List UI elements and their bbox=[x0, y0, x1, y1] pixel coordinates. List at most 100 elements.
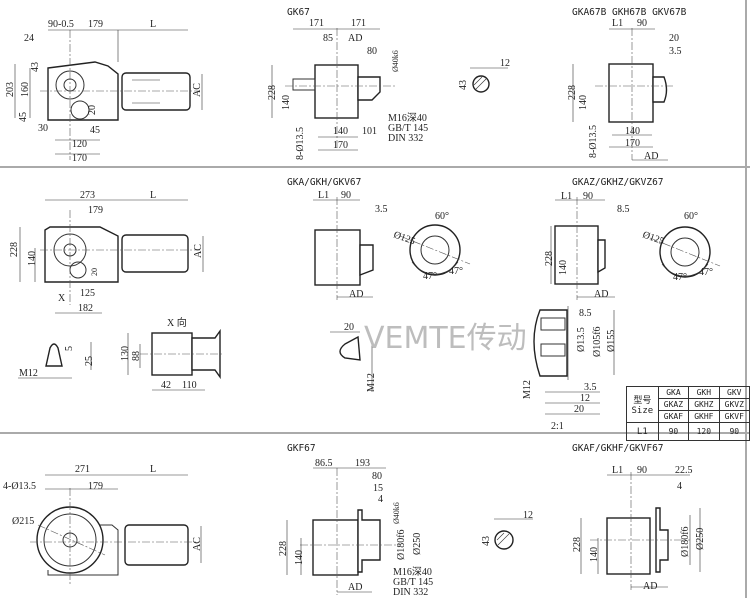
x-direction-view bbox=[127, 328, 222, 391]
view-arrow-X: X bbox=[58, 293, 66, 304]
center-hole-note: M16深40 bbox=[393, 566, 432, 578]
angle-60: 60° bbox=[435, 211, 449, 222]
view-title-gka67b: GKA67B GKH67B GKV67B bbox=[572, 7, 687, 18]
dim-L1: L1 bbox=[561, 191, 572, 202]
dim-12: 12 bbox=[500, 58, 510, 69]
row-label: L1 bbox=[626, 422, 659, 441]
dim-holes: 4-Ø13.5 bbox=[3, 481, 36, 492]
view-title-gkaz67: GKAZ/GKHZ/GKVZ67 bbox=[572, 177, 664, 188]
dim-15: 15 bbox=[373, 483, 383, 494]
dim-203: 203 bbox=[5, 82, 16, 97]
dim-90: 90 bbox=[583, 191, 593, 202]
table-cell: 90 bbox=[718, 422, 750, 441]
dim-179: 179 bbox=[88, 19, 103, 30]
table-cell: 90 bbox=[657, 422, 690, 441]
dim-90: 90 bbox=[637, 18, 647, 29]
dim-dia-250: Ø250 bbox=[412, 533, 423, 555]
dim-L1: L1 bbox=[612, 465, 623, 476]
dim-L: L bbox=[150, 464, 156, 475]
size-table: 型号 Size GKA GKH GKV GKAZ GKHZ GKVZ GKAF … bbox=[626, 386, 750, 441]
angle-60: 60° bbox=[684, 211, 698, 222]
dim-AC: AC bbox=[192, 537, 203, 551]
dim-86.5: 86.5 bbox=[315, 458, 333, 469]
dim-AD: AD bbox=[349, 289, 363, 300]
table-row: L1 90 120 90 bbox=[626, 422, 750, 441]
section-detail bbox=[533, 306, 615, 415]
dim-dia-180: Ø180f6 bbox=[680, 526, 691, 557]
shaft-end-detail bbox=[330, 331, 373, 392]
dim-228: 228 bbox=[278, 541, 289, 556]
dim-dia-215: Ø215 bbox=[12, 516, 34, 527]
dim-80: 80 bbox=[372, 471, 382, 482]
dim-dia-125: Ø125 bbox=[641, 229, 666, 247]
table-cell: GKHZ bbox=[688, 398, 720, 411]
dim-AD: AD bbox=[348, 33, 362, 44]
angle-47: 47° bbox=[673, 272, 687, 283]
dim-AC: AC bbox=[192, 83, 203, 97]
dim-45: 45 bbox=[90, 125, 100, 136]
table-cell: GKV bbox=[718, 386, 750, 399]
dim-228: 228 bbox=[567, 85, 578, 100]
dim-85: 85 bbox=[323, 33, 333, 44]
gkf67-front-view bbox=[286, 467, 400, 595]
dim-90: 90 bbox=[341, 190, 351, 201]
dim-L: L bbox=[150, 190, 156, 201]
dim-5: 5 bbox=[64, 346, 75, 351]
dim-8.5: 8.5 bbox=[617, 204, 630, 215]
dim-43: 43 bbox=[481, 536, 492, 546]
dim-171: 171 bbox=[309, 18, 324, 29]
dim-AC: AC bbox=[193, 244, 204, 258]
dim-L1: L1 bbox=[318, 190, 329, 201]
gk67-side-view bbox=[14, 29, 203, 160]
dim-20: 20 bbox=[669, 33, 679, 44]
dim-12: 12 bbox=[580, 393, 590, 404]
dim-3.5: 3.5 bbox=[584, 382, 597, 393]
standard-note: DIN 332 bbox=[393, 587, 428, 598]
dim-120: 120 bbox=[72, 139, 87, 150]
angle-47: 47° bbox=[449, 266, 463, 277]
dim-228: 228 bbox=[267, 85, 278, 100]
dim-shaft-dia: Ø40k6 bbox=[392, 502, 401, 524]
dim-8.5: 8.5 bbox=[579, 308, 592, 319]
gkaz67-front-view bbox=[550, 197, 721, 300]
dim-43: 43 bbox=[458, 80, 469, 90]
dim-20: 20 bbox=[87, 105, 98, 115]
table-cell: GKHF bbox=[688, 410, 720, 423]
dim-101: 101 bbox=[362, 126, 377, 137]
dim-M12: M12 bbox=[366, 373, 377, 392]
dim-140: 140 bbox=[625, 126, 640, 137]
table-cell: GKVF bbox=[718, 410, 750, 423]
standard-note: DIN 332 bbox=[388, 133, 423, 144]
dim-125: 125 bbox=[80, 288, 95, 299]
table-row: 型号 Size GKA GKH GKV bbox=[626, 386, 750, 423]
dim-228: 228 bbox=[572, 537, 583, 552]
dim-12: 12 bbox=[523, 510, 533, 521]
dim-25: 25 bbox=[84, 356, 95, 366]
dim-90: 90-0.5 bbox=[48, 19, 74, 30]
view-title-gkf67: GKF67 bbox=[287, 443, 316, 454]
dim-42: 42 bbox=[161, 380, 171, 391]
dim-4: 4 bbox=[378, 494, 383, 505]
angle-47: 47° bbox=[699, 267, 713, 278]
dim-228: 228 bbox=[9, 242, 20, 257]
dim-140: 140 bbox=[578, 95, 589, 110]
dim-179: 179 bbox=[88, 205, 103, 216]
table-cell: GKH bbox=[688, 386, 720, 399]
view-title-gkaf67: GKAF/GKHF/GKVF67 bbox=[572, 443, 664, 454]
table-cell: 120 bbox=[688, 422, 720, 441]
gka67-side-view bbox=[19, 199, 204, 314]
dim-171: 171 bbox=[351, 18, 366, 29]
dim-holes: 8-Ø13.5 bbox=[588, 125, 599, 158]
view-title-gka67: GKA/GKH/GKV67 bbox=[287, 177, 361, 188]
gka67b-front-view bbox=[572, 28, 675, 161]
dim-dia-180: Ø180f6 bbox=[396, 529, 407, 560]
dim-140: 140 bbox=[27, 251, 38, 266]
dim-170: 170 bbox=[72, 153, 87, 164]
standard-note: GB/T 145 bbox=[393, 577, 433, 588]
view-title-gk67: GK67 bbox=[287, 7, 310, 18]
dim-170: 170 bbox=[333, 140, 348, 151]
table-header: 型号 Size bbox=[626, 386, 659, 423]
dim-140: 140 bbox=[281, 95, 292, 110]
